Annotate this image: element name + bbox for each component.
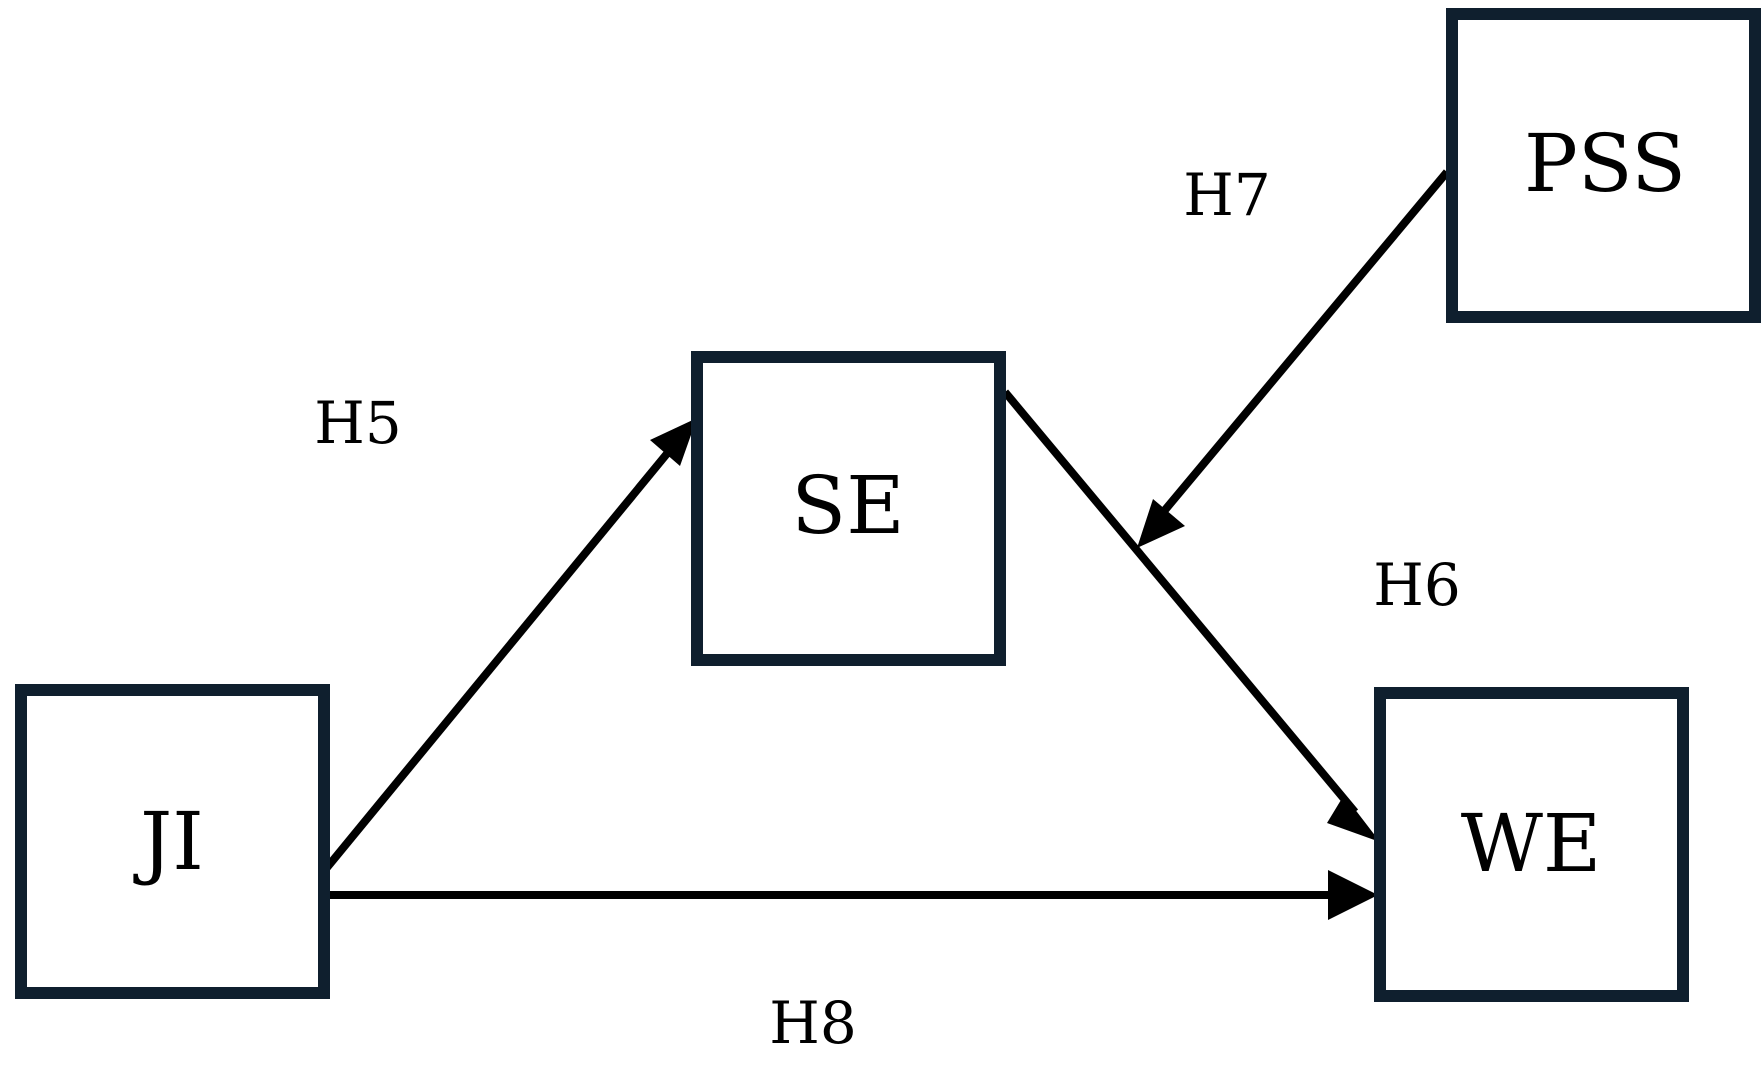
node-pss: PSS	[1446, 8, 1761, 323]
edge-h5-arrowhead	[650, 418, 697, 466]
node-pss-label: PSS	[1524, 117, 1686, 210]
edge-h6-label: H6	[1373, 551, 1460, 619]
edge-h7-line	[1161, 169, 1451, 513]
node-we-label: WE	[1461, 797, 1602, 890]
edge-h5-label: H5	[314, 389, 401, 457]
node-se: SE	[691, 351, 1006, 666]
node-we: WE	[1374, 687, 1689, 1002]
node-se-box	[691, 351, 1006, 666]
node-we-box	[1374, 687, 1689, 1002]
edge-h8-arrowhead	[1328, 870, 1378, 920]
edge-h6-arrowhead	[1327, 795, 1380, 842]
edge-h7-arrowhead	[1137, 499, 1185, 548]
node-ji-label: JI	[133, 795, 204, 888]
edge-h8-label: H8	[769, 989, 856, 1057]
edge-h6-line	[1001, 389, 1359, 815]
edge-h5-line	[321, 447, 674, 873]
node-se-label: SE	[791, 459, 904, 552]
node-pss-box	[1446, 8, 1761, 323]
node-ji: JI	[15, 684, 330, 999]
node-ji-box	[15, 684, 330, 999]
edge-h7-label: H7	[1183, 161, 1270, 229]
